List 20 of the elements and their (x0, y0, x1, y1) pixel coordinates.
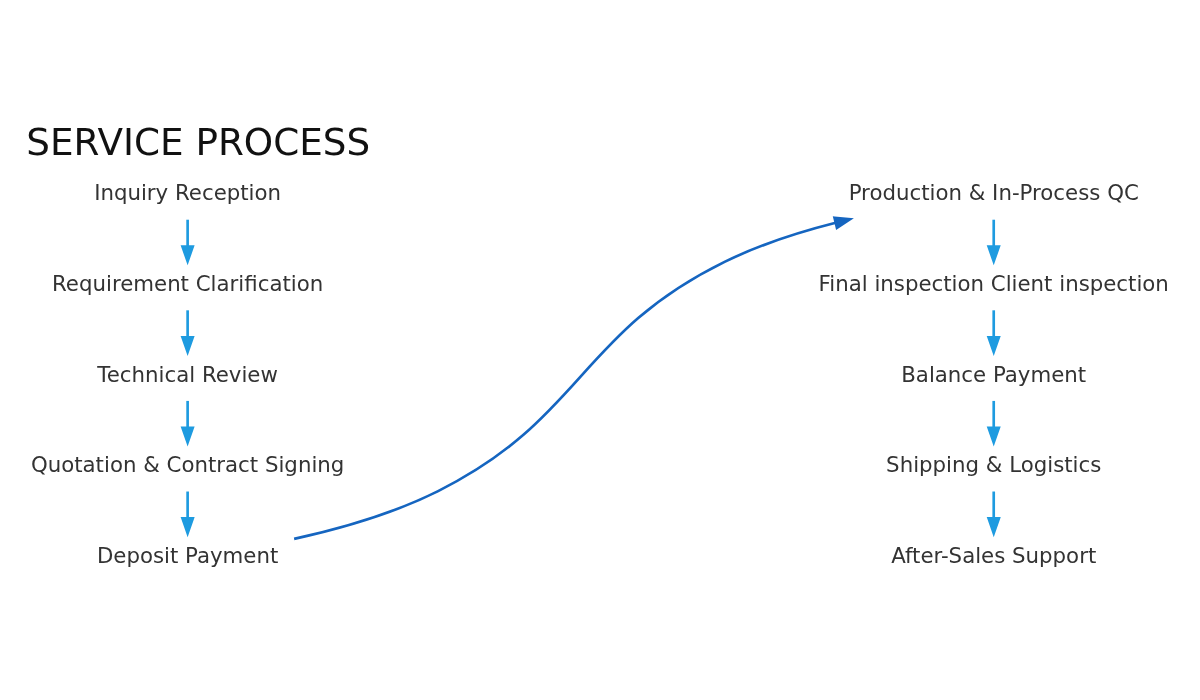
arrow (986, 309, 1001, 356)
arrow (986, 219, 1001, 265)
arrow (180, 400, 195, 447)
arrow (293, 215, 854, 540)
arrow (180, 309, 195, 356)
node-text: Requirement Clarification (52, 270, 324, 296)
arrow (986, 491, 1001, 537)
node-text: Technical Review (97, 361, 278, 387)
arrow (986, 400, 1001, 447)
node-text: After-Sales Support (891, 542, 1097, 568)
node-text: Quotation & Contract Signing (30, 451, 345, 477)
node-text: Inquiry Reception (94, 179, 282, 205)
node-text: Production & In-Process QC (848, 179, 1139, 205)
node-text: Balance Payment (901, 361, 1087, 387)
node-text: Shipping & Logistics (886, 451, 1102, 477)
arrow (180, 491, 195, 537)
node-text: Deposit Payment (96, 542, 279, 568)
diagram-title: SERVICE PROCESS (26, 119, 371, 163)
node-text: Final inspection Client inspection (818, 270, 1169, 296)
arrow (180, 219, 195, 265)
